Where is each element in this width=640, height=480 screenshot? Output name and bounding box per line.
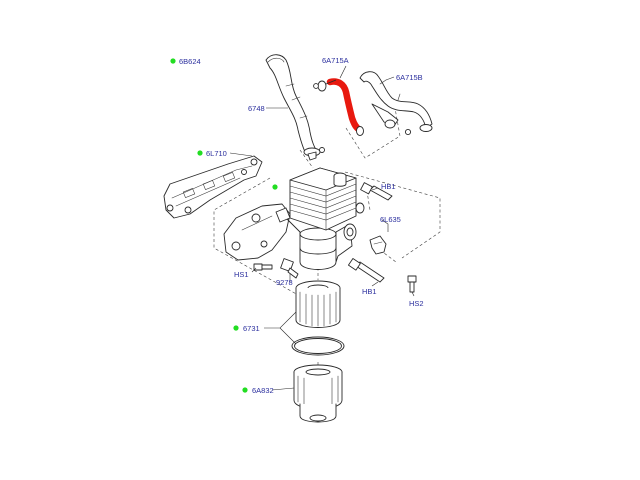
hose-6A715A-highlighted bbox=[313, 78, 364, 136]
marker-6B624 bbox=[170, 58, 176, 64]
label-6748: 6748 bbox=[248, 104, 265, 113]
bolt-HB1-upper bbox=[360, 182, 393, 201]
label-HS1: HS1 bbox=[234, 270, 249, 279]
oil-filter-6731 bbox=[295, 280, 341, 328]
leader-lines bbox=[229, 65, 415, 391]
o-ring bbox=[291, 336, 345, 356]
assembly-guide-lines bbox=[213, 107, 441, 372]
label-HB1-lower: HB1 bbox=[362, 287, 377, 296]
label-6731: 6731 bbox=[243, 324, 260, 333]
bolt-HB1-lower bbox=[347, 257, 385, 283]
filter-cap-6A832 bbox=[293, 364, 343, 423]
label-9278: 9278 bbox=[276, 278, 293, 287]
gasket-6L710 bbox=[163, 155, 263, 219]
label-6A715B: 6A715B bbox=[396, 73, 423, 82]
label-6L710: 6L710 bbox=[206, 149, 227, 158]
marker-6731 bbox=[233, 325, 239, 331]
marker-6A832 bbox=[242, 387, 248, 393]
label-6A715A: 6A715A bbox=[322, 56, 349, 65]
marker-6L710 bbox=[197, 150, 203, 156]
label-6L635: 6L635 bbox=[380, 215, 401, 224]
sensor-9278 bbox=[280, 258, 299, 279]
part-labels: 6B624 6A715A 6A715B 6748 6L710 HB1 6L635… bbox=[179, 56, 424, 395]
oil-cooler-housing bbox=[223, 167, 365, 270]
screw-HS1 bbox=[253, 263, 273, 271]
marker-housing bbox=[272, 184, 278, 190]
coolant-hose-6748 bbox=[265, 54, 325, 161]
label-HB1-upper: HB1 bbox=[381, 182, 396, 191]
clip-6L635 bbox=[369, 235, 387, 255]
label-HS2: HS2 bbox=[409, 299, 424, 308]
green-markers bbox=[170, 58, 278, 393]
label-6B624: 6B624 bbox=[179, 57, 201, 66]
hose-6A715B bbox=[359, 71, 433, 136]
label-6A832: 6A832 bbox=[252, 386, 274, 395]
screw-HS2 bbox=[407, 275, 417, 293]
